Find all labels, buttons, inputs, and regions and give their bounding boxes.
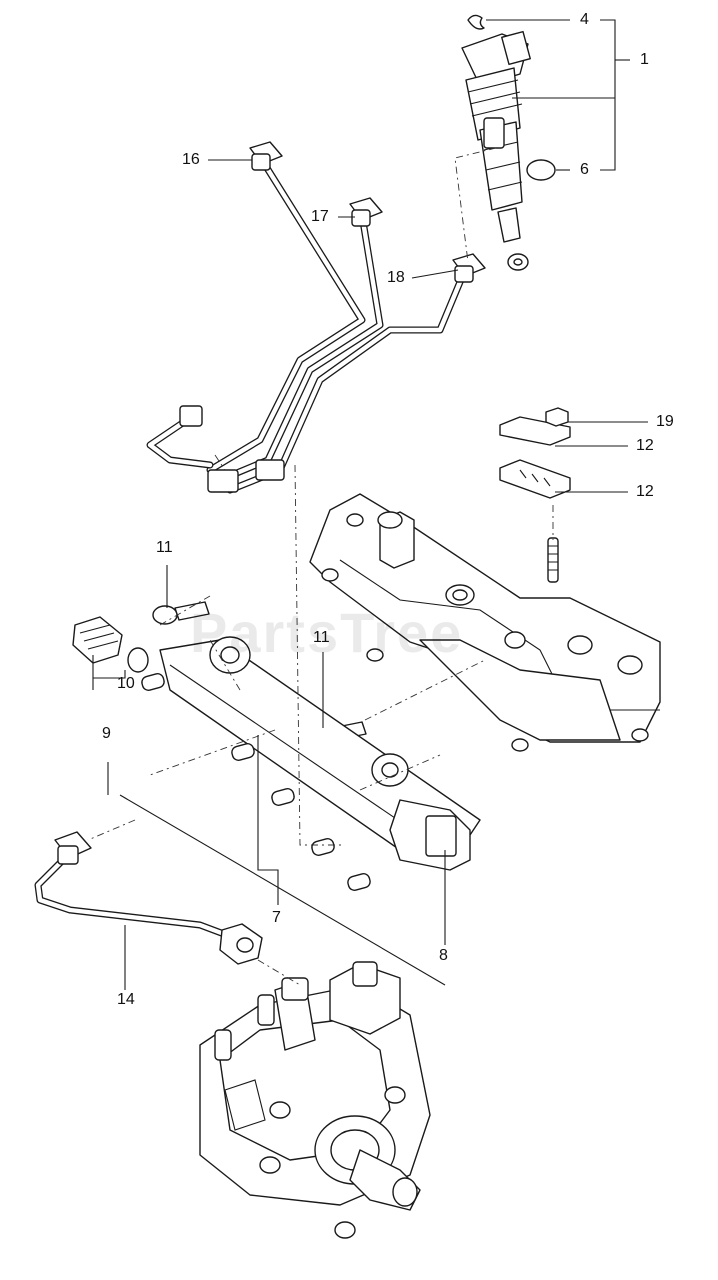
callout-8: 8 xyxy=(439,947,448,964)
callout-19: 19 xyxy=(656,413,674,430)
clamp-set xyxy=(499,407,571,583)
callout-16: 16 xyxy=(182,151,200,168)
callout-18: 18 xyxy=(387,269,405,286)
fuel-rail xyxy=(141,636,481,891)
callout-1: 1 xyxy=(640,51,649,68)
injection-pipes xyxy=(146,141,486,494)
reference-lines xyxy=(87,147,554,986)
callout-7: 7 xyxy=(272,909,281,926)
callout-14: 14 xyxy=(117,991,135,1008)
callout-11-right: 11 xyxy=(313,629,330,646)
callout-12-top: 12 xyxy=(636,437,654,454)
leader-lines xyxy=(92,19,648,990)
watermark: PartsTree xyxy=(190,601,464,664)
callout-12-bottom: 12 xyxy=(636,483,654,500)
callout-9: 9 xyxy=(102,725,111,742)
callout-6: 6 xyxy=(580,161,589,178)
injector-assembly xyxy=(461,14,556,271)
callout-17: 17 xyxy=(311,208,329,225)
manifold-bracket xyxy=(309,493,661,752)
relief-valve xyxy=(72,616,149,673)
callout-4: 4 xyxy=(580,11,589,28)
fuel-line xyxy=(34,831,263,965)
callout-11-left: 11 xyxy=(156,539,173,556)
high-pressure-pump xyxy=(199,961,431,1239)
callout-10: 10 xyxy=(117,675,135,692)
